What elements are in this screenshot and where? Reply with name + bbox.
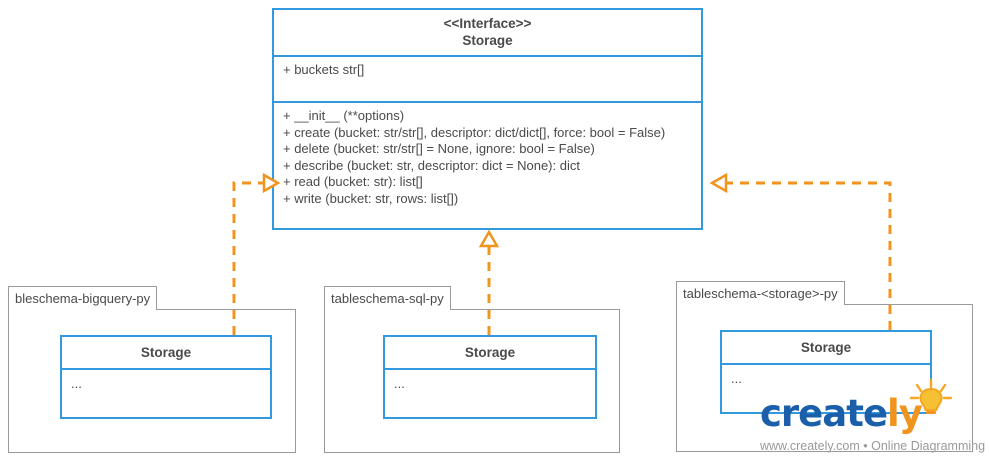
operation-row: + delete (bucket: str/str[] = None, igno… [283,141,595,156]
logo-text-part3: ly [887,392,923,435]
class-storage-bigquery-title: Storage [62,337,270,370]
interface-name: Storage [462,33,513,48]
attribute-row: + buckets str[] [283,62,365,77]
operation-row: + create (bucket: str/str[], descriptor:… [283,124,666,140]
class-storage-bigquery[interactable]: Storage ... [60,335,272,419]
logo-text-part2: e [862,392,888,435]
creately-watermark: creately www.creately.com • Online Diagr… [760,379,987,453]
class-storage-bigquery-body: ... [71,376,82,391]
package-bigquery-label: bleschema-bigquery-py [8,286,158,310]
creately-tagline: www.creately.com • Online Diagramming [760,439,986,453]
class-storage-sql-title: Storage [385,337,595,370]
hollow-triangle-arrowhead-icon [709,172,728,194]
package-sql-label: tableschema-sql-py [324,286,451,310]
operation-row: + write (bucket: str, rows: list[]) [283,190,459,206]
interface-class-storage[interactable]: <<Interface>> Storage + buckets str[] + … [272,8,703,230]
operation-row: + describe (bucket: str, descriptor: dic… [283,157,580,173]
class-storage-generic-title: Storage [722,332,930,365]
creately-logo-text: creately [760,392,923,435]
interface-attributes: + buckets str[] [274,55,701,101]
class-storage-sql[interactable]: Storage ... [383,335,597,419]
interface-operations: + __init__ (**options) + create (bucket:… [274,101,701,223]
interface-stereotype: <<Interface>> [443,16,532,31]
class-storage-sql-body: ... [394,376,405,391]
class-storage-generic[interactable]: Storage ... [720,330,932,414]
logo-text-part1: creat [760,392,864,435]
interface-header: <<Interface>> Storage [274,10,701,55]
hollow-triangle-arrowhead-icon [478,229,500,248]
operation-row: + __init__ (**options) [283,108,405,123]
operation-row: + read (bucket: str): list[] [283,174,423,189]
lightbulb-icon [909,379,953,414]
class-storage-generic-body: ... [731,371,742,386]
package-storage-generic-label: tableschema-<storage>-py [676,281,845,305]
